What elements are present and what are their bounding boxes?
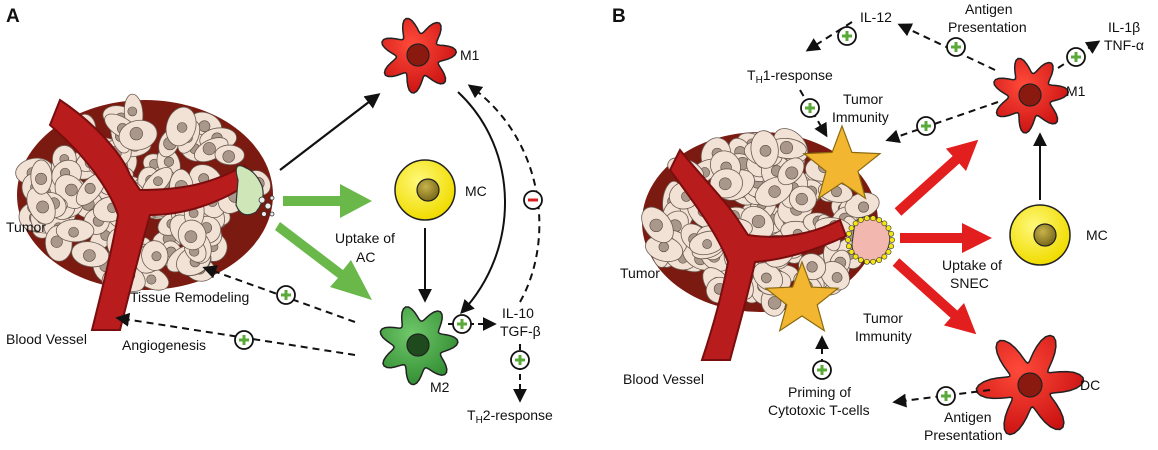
tumor-immunity-star-bottom [764, 260, 840, 333]
antigen-bottom-label-2: Presentation [924, 427, 1003, 443]
th1-label: TH1-response [747, 67, 833, 86]
mc-label-a: MC [465, 183, 487, 199]
plus-sign-antigen-top [946, 37, 966, 57]
arrow-tumor-to-m1 [279, 93, 381, 171]
uptake-label-a-1: Uptake of [335, 230, 395, 246]
tgfb-label-a: TGF-β [500, 323, 541, 339]
antigen-top-label-1: Antigen [965, 1, 1012, 17]
arrow-m1-to-immunity [885, 101, 999, 143]
uptake-label-b-2: SNEC [950, 275, 989, 291]
plus-sign-m1-immunity [916, 116, 936, 136]
arrow-il12-to-th1 [805, 21, 853, 52]
plus-sign-il1b [1066, 47, 1086, 67]
dc-cell [975, 334, 1085, 436]
panel-b: B Tumor Blood Vessel M1 MC [612, 1, 1144, 443]
plus-sign-tissue [276, 285, 296, 305]
antigen-top-label-2: Presentation [948, 19, 1027, 35]
m1-cell-a [381, 17, 458, 94]
green-arrow-to-mc [283, 184, 372, 218]
uptake-label-b-1: Uptake of [942, 257, 1002, 273]
panel-a-letter: A [6, 6, 20, 27]
tumor-immunity-top-1: Tumor [843, 91, 883, 107]
plus-sign-th2 [510, 350, 530, 370]
arrow-m1-to-m2 [457, 91, 506, 315]
blood-vessel-label-a: Blood Vessel [6, 331, 87, 347]
red-arrow-to-m1 [894, 139, 979, 216]
tumor-mass-b [641, 128, 880, 317]
dc-label: DC [1080, 377, 1100, 393]
red-arrow-to-dc [892, 258, 977, 335]
m1-label-a: M1 [460, 47, 480, 63]
plus-sign-th1 [800, 98, 820, 118]
panel-a: A Tumor Blood Vessel M1 [6, 6, 553, 426]
m2-label-a: M2 [430, 379, 450, 395]
priming-label-1: Priming of [788, 384, 851, 400]
m2-cell-a [379, 306, 459, 386]
th2-label-a: TH2-response [467, 407, 553, 426]
mc-label-b: MC [1086, 227, 1108, 243]
angiogenesis-label: Angiogenesis [122, 337, 206, 353]
m1-cell-b [993, 57, 1070, 134]
tumor-immunity-bottom-2: Immunity [855, 328, 912, 344]
arrow-dc-to-priming [892, 389, 991, 408]
tumor-immunity-bottom-1: Tumor [863, 310, 903, 326]
mc-cell-b [1009, 204, 1071, 266]
snec-cell [845, 215, 895, 265]
green-arrow-to-m2 [275, 222, 372, 300]
plus-sign-priming [812, 360, 832, 380]
blood-vessel-label-b: Blood Vessel [623, 371, 704, 387]
arrow-m2-to-tissue [202, 265, 356, 323]
red-arrow-to-mc [900, 223, 992, 253]
apoptotic-cell [235, 165, 275, 217]
mc-cell-a [394, 159, 456, 221]
tnfa-label: TNF-α [1104, 37, 1144, 53]
tumor-label-a: Tumor [6, 219, 46, 235]
arrow-m2-to-angiogenesis [115, 312, 356, 356]
antigen-bottom-label-1: Antigen [944, 409, 991, 425]
plus-sign-antigen-bottom [936, 386, 956, 406]
arrow-m1-to-il1b [1057, 40, 1101, 69]
m1-label-b: M1 [1066, 83, 1086, 99]
il10-label-a: IL-10 [502, 305, 534, 321]
il12-label: IL-12 [860, 9, 892, 25]
minus-sign-m1 [523, 190, 543, 210]
plus-sign-il12 [837, 26, 857, 46]
blood-vessel-b [668, 148, 848, 361]
plus-sign-angiogenesis [234, 330, 254, 350]
tissue-remodeling-label: Tissue Remodeling [130, 289, 249, 305]
plus-sign-il10 [452, 314, 472, 334]
panel-b-letter: B [612, 6, 626, 27]
blood-vessel-a [48, 98, 255, 331]
tumor-immunity-star-top [802, 124, 882, 200]
tumor-label-b: Tumor [620, 265, 660, 281]
uptake-label-a-2: AC [356, 249, 375, 265]
il1b-label: IL-1β [1108, 19, 1140, 35]
tumor-immunity-top-2: Immunity [832, 109, 889, 125]
priming-label-2: Cytotoxic T-cells [768, 402, 870, 418]
